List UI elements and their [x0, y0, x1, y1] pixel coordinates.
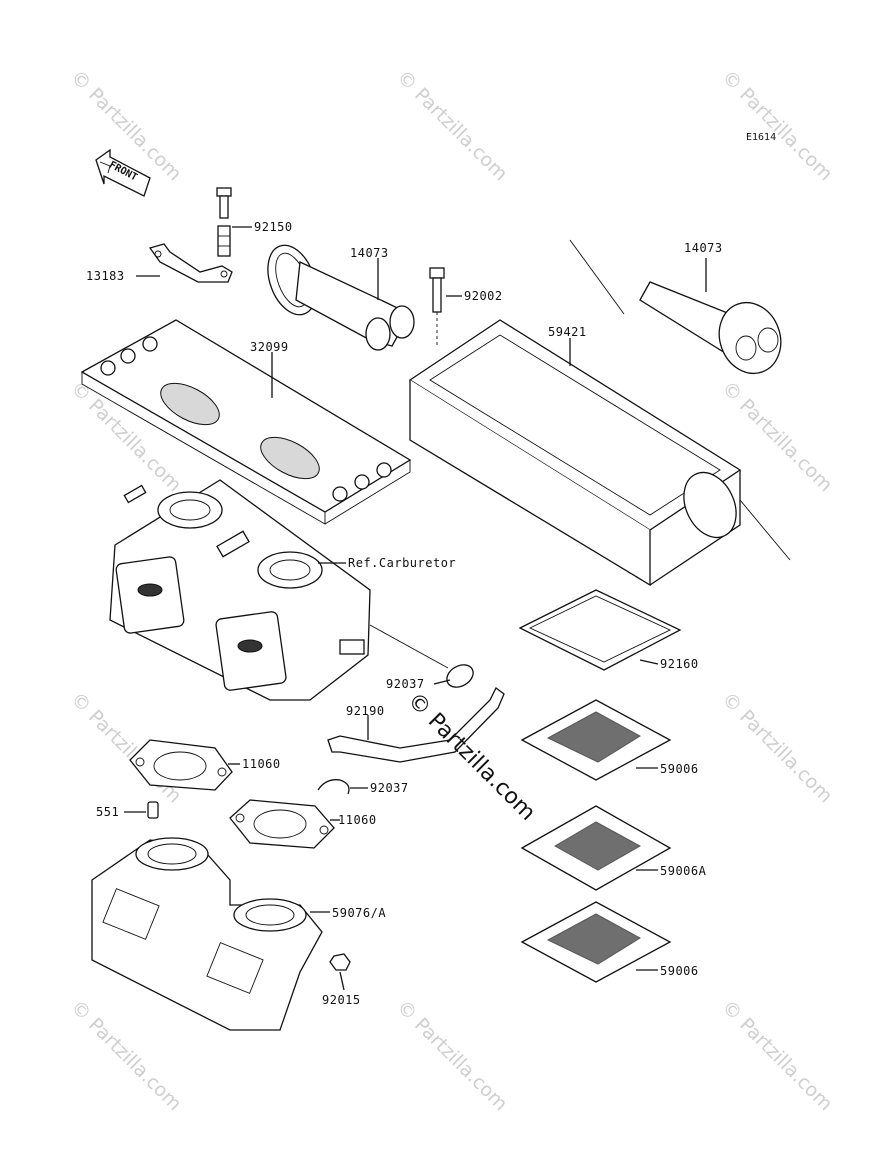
label-11060-top: 11060: [242, 757, 281, 771]
hose-92190-drawing: [327, 687, 505, 763]
clamp-92037-top-drawing: [369, 624, 474, 688]
bolt-92150-drawing: [216, 187, 252, 257]
label-14073-left: 14073: [350, 246, 389, 260]
label-32099: 32099: [250, 340, 289, 354]
screen-59006-bottom-drawing: [520, 901, 672, 983]
gasket-92160-drawing: [518, 589, 682, 671]
intake-14073-right-drawing: [639, 258, 782, 375]
gasket-11060-top-drawing: [129, 739, 240, 791]
label-92190: 92190: [346, 704, 385, 718]
diagram-code: E1614: [746, 132, 777, 143]
label-92037-top: 92037: [386, 677, 425, 691]
label-59006A: 59006A: [660, 864, 707, 878]
screen-59006A-drawing: [520, 805, 672, 891]
front-arrow-icon: [95, 148, 151, 197]
label-59421: 59421: [548, 325, 587, 339]
label-92160: 92160: [660, 657, 699, 671]
screen-59006-top-drawing: [520, 699, 672, 781]
label-14073-right: 14073: [684, 241, 723, 255]
label-59076A: 59076/A: [332, 906, 387, 920]
label-11060-bottom: 11060: [338, 813, 377, 827]
label-551: 551: [96, 805, 120, 819]
intake-14073-left-drawing: [267, 244, 415, 351]
label-92002: 92002: [464, 289, 503, 303]
label-92015: 92015: [322, 993, 361, 1007]
gasket-11060-bottom-drawing: [229, 799, 340, 849]
label-92150: 92150: [254, 220, 293, 234]
carburetor-drawing: [109, 479, 371, 701]
plate-32099-drawing: [80, 319, 412, 525]
bracket-13183-drawing: [136, 243, 233, 283]
airbox-59421-drawing: [408, 239, 791, 587]
manifold-59076A-drawing: [91, 837, 330, 1031]
label-59006-bottom: 59006: [660, 964, 699, 978]
nut-92015-drawing: [329, 953, 351, 991]
pin-551-drawing: [124, 801, 159, 819]
label-59006-top: 59006: [660, 762, 699, 776]
label-92037-bottom: 92037: [370, 781, 409, 795]
clamp-92037-bottom-drawing: [317, 779, 368, 795]
label-ref-carburetor: Ref.Carburetor: [348, 556, 457, 570]
bolt-92002-drawing: [429, 267, 462, 345]
label-13183: 13183: [86, 269, 125, 283]
